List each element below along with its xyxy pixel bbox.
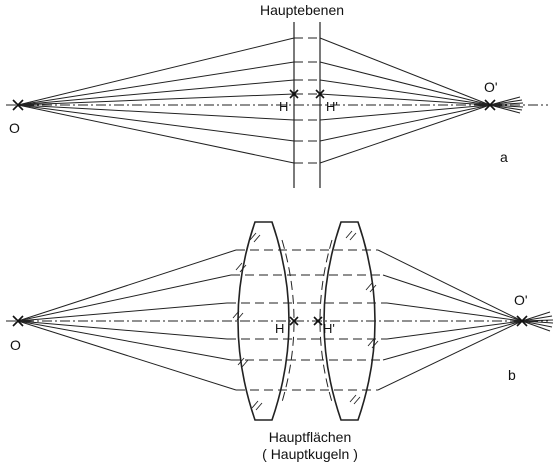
label-h-prime-b: H' [323, 321, 335, 336]
image-point-marker-a [484, 99, 496, 111]
label-h-b: H [275, 321, 284, 336]
panel-label-a: a [500, 149, 508, 165]
rays-left-b [17, 249, 237, 391]
label-o-b: O [10, 337, 21, 353]
title-hauptebenen: Hauptebenen [260, 2, 344, 18]
principal-surface-2 [319, 239, 333, 403]
panel-b: O O' H H' b Hauptflächen ( Hauptkugeln ) [6, 221, 554, 462]
h-prime-marker-b [313, 316, 323, 326]
caption-hauptflaechen: Hauptflächen [269, 429, 352, 445]
rays-diverging-a [489, 96, 524, 114]
image-point-marker-b [516, 315, 528, 327]
h-marker-b [289, 316, 299, 326]
object-point-marker-b [12, 315, 24, 327]
rays-right-a [319, 37, 491, 164]
rays-right-b [377, 249, 523, 391]
h-marker-a [289, 89, 299, 99]
rays-left-a [17, 37, 295, 164]
transfer-dashes-a [294, 37, 320, 164]
label-h-prime-a: H' [326, 99, 338, 114]
label-o-prime-a: O' [484, 79, 498, 95]
label-o-a: O [9, 120, 20, 136]
label-o-prime-b: O' [514, 292, 528, 308]
h-prime-marker-a [315, 89, 325, 99]
object-point-marker-a [12, 99, 24, 111]
label-h-a: H [279, 99, 288, 114]
lens-hatching [232, 230, 379, 411]
principal-surface-1 [281, 239, 295, 403]
panel-a: Hauptebenen [6, 2, 548, 188]
transfer-dashes-b [227, 249, 387, 391]
rays-diverging-b [521, 311, 554, 332]
panel-label-b: b [508, 367, 516, 383]
caption-hauptkugeln: ( Hauptkugeln ) [262, 446, 358, 462]
